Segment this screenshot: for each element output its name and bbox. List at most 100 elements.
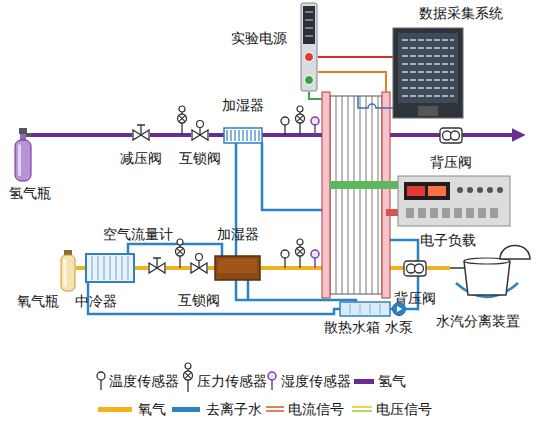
node-label: 电子负载 xyxy=(420,232,476,248)
load-key xyxy=(406,208,414,218)
valve-ring xyxy=(451,131,460,140)
cooling-water-tank-symbol xyxy=(340,302,390,316)
humidifier-symbol xyxy=(215,256,260,280)
pressure-sensor xyxy=(176,239,185,268)
legend-label: 温度传感器 xyxy=(109,373,179,389)
cooler-fin xyxy=(97,256,98,280)
bottle-body xyxy=(15,140,31,181)
device-body xyxy=(301,3,317,91)
cooler-fin xyxy=(91,256,92,280)
screen-row xyxy=(402,79,454,81)
screen-row xyxy=(402,71,454,73)
node-label: 水泵 xyxy=(385,319,413,335)
electronic-load: 电子负载 xyxy=(398,176,510,226)
legend-label: 氧气 xyxy=(138,401,166,417)
voltage-bar xyxy=(330,181,398,189)
monitor-body xyxy=(393,28,463,118)
water-pipe xyxy=(128,244,222,256)
stack-body xyxy=(330,96,382,294)
load-knob xyxy=(477,187,483,193)
oxygen-pipe xyxy=(76,266,86,270)
pump-body xyxy=(393,303,406,316)
back-pressure-valve: 背压阀 xyxy=(404,261,426,276)
humidity-sensor xyxy=(311,117,319,135)
load-body xyxy=(398,176,510,226)
valve-actuator xyxy=(197,121,204,128)
humidifier: 加湿器 xyxy=(224,128,262,143)
back-pressure-valve-symbol xyxy=(440,128,462,143)
oxygen-pipe xyxy=(426,266,450,270)
legend-label: 氢气 xyxy=(378,373,406,389)
valve-body xyxy=(404,261,426,276)
interlock-valve: 互锁阀 xyxy=(190,261,208,275)
valve-stem xyxy=(198,260,199,268)
end-plate xyxy=(322,92,330,298)
legend-label: 湿度传感器 xyxy=(281,373,351,389)
interlock-valve-symbol xyxy=(191,128,209,142)
load-key xyxy=(454,208,462,218)
signal-wire xyxy=(358,96,393,108)
load-key xyxy=(430,208,438,218)
valve-actuator xyxy=(196,254,203,261)
hydrogen-pipe xyxy=(32,133,132,137)
humidifier-body xyxy=(224,128,262,143)
pressure-reducing-valve-symbol xyxy=(132,128,150,142)
hydrogen-outlet xyxy=(462,133,520,137)
pressure-sensor xyxy=(296,106,305,135)
monitor-screen xyxy=(398,33,458,103)
bottle-highlight xyxy=(18,144,21,176)
sample-line xyxy=(266,410,284,412)
node-label: 互锁阀 xyxy=(178,292,220,308)
legend-label: 电流信号 xyxy=(288,401,344,417)
bottle-body xyxy=(61,255,75,291)
node-label: 实验电源 xyxy=(231,30,287,46)
cooler-body xyxy=(86,254,134,282)
legend-label: 去离子水 xyxy=(206,401,262,417)
data-acquisition-system: 数据采集系统 xyxy=(393,28,463,118)
temperature-sensor xyxy=(281,250,289,268)
cooler-fin xyxy=(109,256,110,280)
water-pipe xyxy=(88,282,340,314)
valve-body xyxy=(192,130,208,140)
load-key xyxy=(478,208,486,218)
screen-row xyxy=(402,95,454,97)
hydrogen-bottle-symbol xyxy=(14,128,32,182)
node-label: 减压阀 xyxy=(120,150,162,166)
legend-label: 压力传感器 xyxy=(197,373,267,389)
humidifier-body xyxy=(215,256,260,280)
end-plate xyxy=(382,92,390,298)
valve-body xyxy=(149,263,165,273)
monitor-base xyxy=(418,106,438,116)
back-pressure-valve-symbol xyxy=(404,261,426,276)
green-terminal xyxy=(305,76,314,85)
panel-line xyxy=(305,19,313,21)
humidifier-stripe xyxy=(258,130,259,141)
screen-row xyxy=(402,63,454,65)
legend-voltage-sample xyxy=(352,407,372,411)
load-knob xyxy=(467,187,473,193)
humidity-sensor xyxy=(311,250,319,268)
cooler-fin xyxy=(127,256,128,280)
electronic-load-symbol xyxy=(398,176,510,226)
oxygen-pipe xyxy=(260,266,404,270)
load-key xyxy=(442,208,450,218)
bottle-cap xyxy=(19,128,27,134)
pressure-sensor xyxy=(296,239,305,268)
device-panel xyxy=(303,6,315,44)
data-acquisition-system-symbol xyxy=(393,28,463,118)
oxygen-pipe xyxy=(134,266,148,270)
bottle-neck xyxy=(20,134,26,140)
humidifier-symbol xyxy=(224,128,262,143)
valve-body xyxy=(191,263,207,273)
back-pressure-valve: 背压阀 xyxy=(440,128,462,143)
stack-cells xyxy=(336,96,378,294)
signal-wire xyxy=(318,56,393,58)
node-label: 氢气瓶 xyxy=(9,185,51,201)
red-terminal xyxy=(305,53,314,62)
node-label: 加湿器 xyxy=(217,226,259,242)
bottle-highlight xyxy=(64,259,67,287)
hydrogen-pipe xyxy=(262,133,440,137)
